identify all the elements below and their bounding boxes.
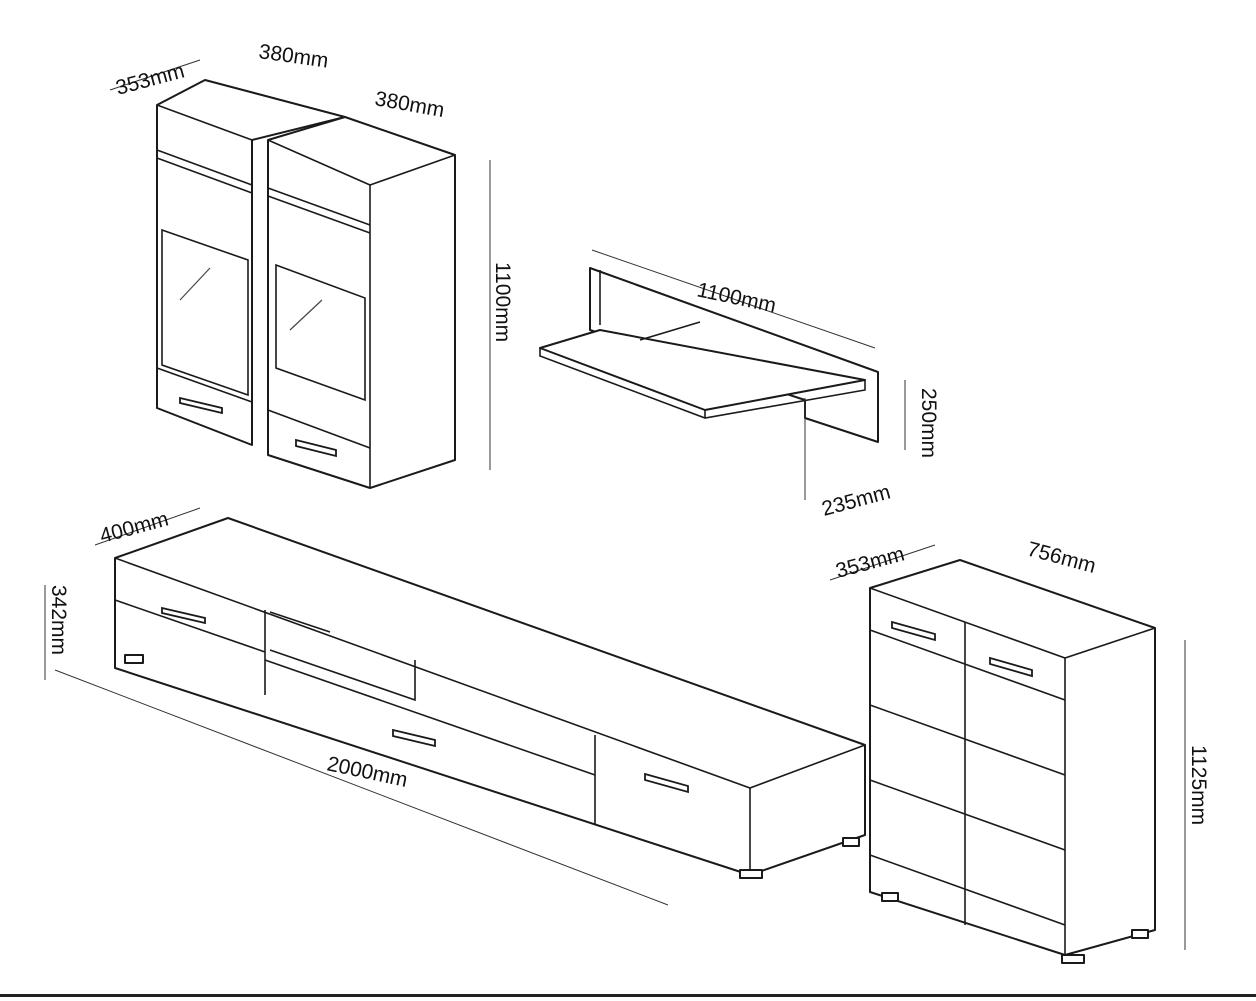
dimension-lines bbox=[44, 59, 1186, 950]
label-tv-unit-height: 342mm bbox=[47, 585, 70, 655]
label-sideboard-depth: 353mm bbox=[833, 542, 907, 582]
tv-unit bbox=[114, 517, 866, 879]
label-wall-cabinet-left-width: 380mm bbox=[257, 40, 330, 73]
wall-cabinet-left bbox=[156, 79, 346, 446]
label-wall-cabinet-depth: 353mm bbox=[113, 59, 187, 99]
label-wall-cabinet-height: 1100mm bbox=[491, 262, 514, 342]
wall-cabinet-right bbox=[267, 116, 456, 489]
label-sideboard-width: 756mm bbox=[1025, 538, 1099, 578]
sideboard bbox=[869, 559, 1156, 964]
label-wall-cabinet-right-width: 380mm bbox=[373, 87, 446, 122]
label-shelf-depth: 235mm bbox=[819, 480, 893, 520]
wall-shelf bbox=[539, 267, 879, 443]
label-shelf-height: 250mm bbox=[917, 388, 940, 458]
bottom-border bbox=[0, 994, 1256, 997]
label-sideboard-height: 1125mm bbox=[1187, 745, 1210, 825]
